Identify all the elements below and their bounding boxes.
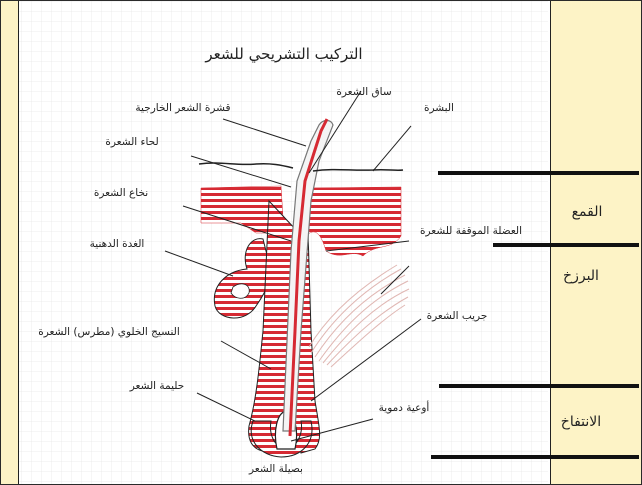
label-sebaceous-gland: الغدة الدهنية xyxy=(90,238,145,250)
zone-bulge: الانتفاخ xyxy=(561,414,601,430)
label-dermal-papilla: حليمة الشعر xyxy=(129,380,185,392)
label-hair-cuticle: لحاء الشعرة xyxy=(105,136,158,148)
label-hair-bulb: بصيلة الشعر xyxy=(248,463,303,475)
diagram-title: التركيب التشريحي للشعر xyxy=(204,45,362,64)
sebaceous-gland-lumen xyxy=(231,284,249,298)
label-hair-shaft: ساق الشعرة xyxy=(336,86,391,98)
label-outer-root-sheath: قشرة الشعر الخارجية xyxy=(135,102,230,114)
zone-infundibulum: القمع xyxy=(572,204,603,220)
label-arrector-pili: العضلة الموقفة للشعرة xyxy=(420,225,522,237)
label-hair-medulla: نخاع الشعرة xyxy=(94,187,148,199)
label-blood-vessels: أوعية دموية xyxy=(379,400,430,414)
label-epidermis: البشرة xyxy=(424,102,454,114)
label-hair-matrix: النسيج الخلوي (مطرس) الشعرة xyxy=(38,326,180,338)
zone-isthmus: البرزخ xyxy=(563,268,599,284)
label-hair-follicle: جريب الشعرة xyxy=(427,310,488,322)
